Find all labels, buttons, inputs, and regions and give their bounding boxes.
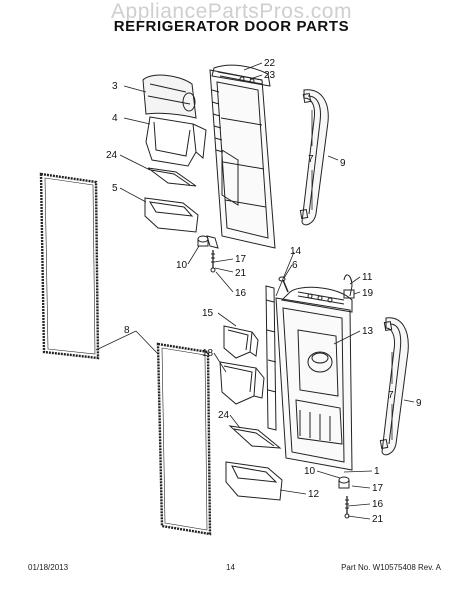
- lower-hinge-parts: [338, 476, 350, 519]
- callout-15: 15: [202, 308, 214, 319]
- page-title: REFRIGERATOR DOOR PARTS: [113, 18, 350, 35]
- part-18-basket: [219, 361, 265, 405]
- part-12-bin: [225, 461, 283, 501]
- callout-24-upper: 24: [106, 150, 118, 161]
- callout-18: 18: [202, 348, 214, 359]
- watermark: AppliancePartsPros.com: [111, 0, 352, 23]
- callout-12: 12: [308, 489, 320, 500]
- callout-8: 8: [124, 325, 130, 336]
- callout-16-upper: 16: [235, 288, 247, 299]
- callout-1: 1: [374, 466, 380, 477]
- part-24-tray-lower: [228, 425, 282, 449]
- part-24-tray-upper: [147, 167, 197, 187]
- upper-hinge-parts: [197, 235, 216, 273]
- callout-16-lower: 16: [372, 499, 384, 510]
- callout-9-upper: 9: [340, 158, 346, 169]
- callout-10-upper: 10: [176, 260, 188, 271]
- callout-17-lower: 17: [372, 483, 384, 494]
- callout-24-lower: 24: [218, 410, 230, 421]
- leader-lines: [95, 62, 415, 520]
- callout-7-upper: 7: [308, 154, 314, 165]
- callout-3: 3: [112, 81, 118, 92]
- footer-part-number: Part No. W10575408 Rev. A: [341, 563, 441, 572]
- callout-4: 4: [112, 113, 118, 124]
- part-4-door-bin: [145, 116, 207, 167]
- footer-page-number: 14: [226, 563, 235, 572]
- callout-13: 13: [362, 326, 374, 337]
- callout-7-lower: 7: [388, 390, 394, 401]
- callout-21-upper: 21: [235, 268, 247, 279]
- upper-door-liner: [206, 64, 276, 249]
- callout-22: 22: [264, 58, 276, 69]
- callout-19: 19: [362, 288, 374, 299]
- part-3-bin-cover: [142, 74, 197, 119]
- callout-23: 23: [264, 70, 276, 81]
- callout-5: 5: [112, 183, 118, 194]
- part-5-lower-bin: [144, 197, 199, 233]
- callout-9-lower: 9: [416, 398, 422, 409]
- footer-date: 01/18/2013: [28, 563, 69, 572]
- callout-numbers: 22 23 3 4 24 5 7 9 10 17 21 16 14 6 11 1…: [106, 58, 422, 525]
- part-8-gasket-lower: [156, 342, 212, 536]
- callout-17-upper: 17: [235, 254, 247, 265]
- callout-14: 14: [290, 246, 302, 257]
- callout-10-lower: 10: [304, 466, 316, 477]
- lower-handle: [379, 317, 409, 456]
- callout-11: 11: [362, 272, 373, 283]
- callout-21-lower: 21: [372, 514, 384, 525]
- lower-door-liner: [275, 286, 353, 471]
- part-15-basket: [223, 325, 259, 359]
- upper-handle: [299, 89, 329, 226]
- part-8-gasket-upper: [39, 172, 100, 360]
- part-14-rail: [265, 285, 277, 431]
- callout-6: 6: [292, 260, 298, 271]
